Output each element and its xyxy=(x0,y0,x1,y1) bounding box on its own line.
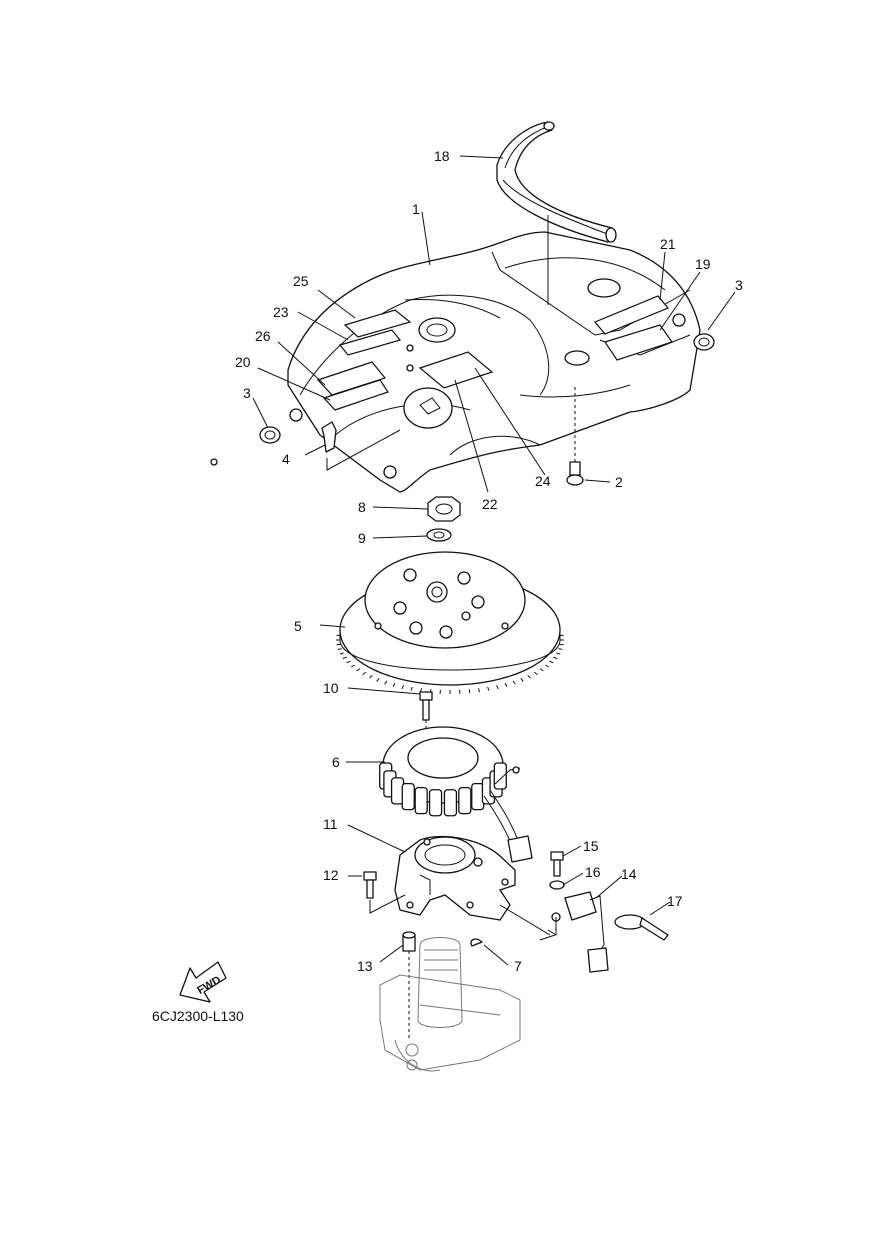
label-part-24: 24 xyxy=(535,473,551,489)
label-part-21: 21 xyxy=(660,236,676,252)
ring-gear-tooth xyxy=(393,683,395,686)
label-part-15: 15 xyxy=(583,838,599,854)
label-part-17: 17 xyxy=(667,893,683,909)
woodruff-key-part-7 xyxy=(471,939,482,946)
stator-coil xyxy=(494,763,506,789)
ring-gear-tooth xyxy=(534,672,537,675)
label-part-18: 18 xyxy=(434,148,450,164)
ring-gear-tooth xyxy=(469,689,470,693)
grommet-part-3-left xyxy=(260,427,280,443)
ring-gear-tooth xyxy=(550,661,554,663)
label-part-2: 2 xyxy=(615,474,623,490)
label-part-25: 25 xyxy=(293,273,309,289)
label-part-4: 4 xyxy=(282,451,290,467)
diagram-code: 6CJ2300-L130 xyxy=(152,1008,244,1024)
flywheel-part-5 xyxy=(336,552,564,694)
label-part-12: 12 xyxy=(323,867,339,883)
ring-gear-tooth xyxy=(478,688,479,692)
hose-part-18 xyxy=(497,122,616,242)
label-part-8: 8 xyxy=(358,499,366,515)
fwd-arrow-icon: FWD xyxy=(180,962,226,1002)
washer-part-16 xyxy=(550,881,564,889)
label-part-26: 26 xyxy=(255,328,271,344)
ring-gear-tooth xyxy=(363,672,366,675)
ring-gear-tooth xyxy=(528,675,531,678)
label-part-3-left: 3 xyxy=(243,385,251,401)
washer-part-9 xyxy=(427,529,451,541)
label-part-6: 6 xyxy=(332,754,340,770)
label-part-14: 14 xyxy=(621,866,637,882)
label-part-1: 1 xyxy=(412,201,420,217)
label-part-20: 20 xyxy=(235,354,251,370)
ring-gear-tooth xyxy=(340,653,344,654)
ring-gear-tooth xyxy=(513,681,515,684)
label-part-3-right: 3 xyxy=(735,277,743,293)
stator-coil xyxy=(430,790,442,816)
ring-gear-tooth xyxy=(411,687,412,691)
ring-gear-tooth xyxy=(338,649,342,650)
label-part-19: 19 xyxy=(695,256,711,272)
ring-gear-tooth xyxy=(357,669,360,671)
ring-gear-tooth xyxy=(377,678,380,681)
label-part-11: 11 xyxy=(323,816,338,832)
ring-gear-tooth xyxy=(521,678,524,681)
ring-gear-tooth xyxy=(556,653,560,654)
ring-gear-tooth xyxy=(545,665,548,667)
stator-coil xyxy=(402,784,414,810)
label-part-16: 16 xyxy=(585,864,601,880)
nut-part-8 xyxy=(428,497,460,521)
label-part-22: 22 xyxy=(482,496,498,512)
grommet-part-3-right xyxy=(694,334,714,350)
ring-gear-tooth xyxy=(540,669,543,671)
bolt-part-15 xyxy=(551,852,563,876)
ring-gear-tooth xyxy=(385,681,387,684)
stator-coil xyxy=(444,790,456,816)
dowel-part-13 xyxy=(403,932,415,1040)
label-part-7: 7 xyxy=(514,958,522,974)
label-part-23: 23 xyxy=(273,304,289,320)
ring-gear-tooth xyxy=(343,657,347,658)
label-part-13: 13 xyxy=(357,958,373,974)
ring-gear-tooth xyxy=(402,685,404,689)
ring-gear-tooth xyxy=(496,685,498,689)
label-part-9: 9 xyxy=(358,530,366,546)
stator-coil xyxy=(415,788,427,814)
cable-band-part-17 xyxy=(615,915,668,940)
ring-gear-tooth xyxy=(488,687,489,691)
ring-gear-tooth xyxy=(505,683,507,686)
label-part-10: 10 xyxy=(323,680,339,696)
ring-gear-tooth xyxy=(558,649,562,650)
ring-gear-tooth xyxy=(347,661,351,663)
ring-gear-tooth xyxy=(351,665,354,667)
ring-gear-tooth xyxy=(369,675,372,678)
stator-coil xyxy=(459,788,471,814)
ring-gear-tooth xyxy=(553,657,557,658)
stator-base-part-11 xyxy=(395,837,515,920)
label-part-5: 5 xyxy=(294,618,302,634)
